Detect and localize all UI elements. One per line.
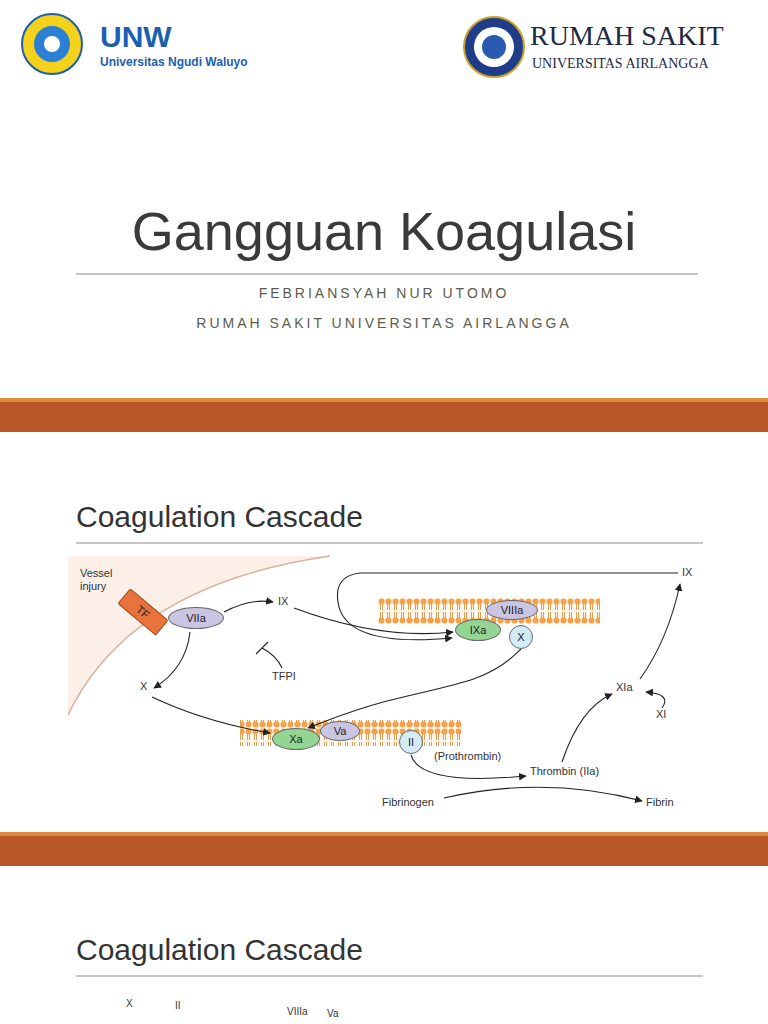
factor-name: II [408, 736, 414, 748]
factor-ellipse: Va [320, 721, 360, 741]
slide-heading: Coagulation Cascade [76, 933, 363, 968]
vessel-wall-edge [68, 556, 330, 715]
factor-ellipse: VIIa [168, 607, 224, 629]
slide-divider [0, 832, 768, 866]
slide-divider [0, 398, 768, 432]
logo-subtext: UNIVERSITAS AIRLANGGA [532, 56, 709, 72]
factor-label: Va [327, 1008, 339, 1020]
slide-title: Gangguan Koagulasi [0, 200, 768, 262]
factor-label: XI [656, 708, 666, 721]
unw-logo [22, 14, 82, 74]
factor-name: VIIa [186, 612, 206, 624]
factor-label: X [126, 998, 133, 1010]
factor-label: VIIIa [287, 1006, 308, 1018]
factor-label: X [140, 680, 147, 693]
factor-ellipse: II [399, 730, 423, 754]
factor-label: IX [278, 595, 288, 608]
inhibitor-label: TFPI [272, 670, 296, 683]
logo-text: UNW [100, 20, 172, 55]
factor-label: Fibrin [646, 796, 674, 809]
factor-name: VIIIa [501, 604, 524, 616]
factor-label: Thrombin (IIa) [530, 765, 599, 778]
diagram-label: Vessel injury [80, 567, 126, 592]
slide-divider-edge [0, 398, 768, 402]
title-rule [76, 274, 698, 275]
factor-name: X [517, 631, 524, 643]
logo-subtext: Universitas Ngudi Waluyo [100, 56, 248, 70]
factor-ellipse: IXa [455, 619, 501, 641]
heading-rule [76, 976, 703, 977]
factor-label: Fibrinogen [382, 796, 434, 809]
logo-text: RUMAH SAKIT [530, 20, 724, 52]
factor-ellipse: X [509, 625, 533, 649]
reaction-arrows [152, 573, 680, 801]
activation-arrow [308, 649, 521, 728]
factor-name: Va [334, 725, 347, 737]
slide-divider-edge [0, 832, 768, 836]
author-affiliation: RUMAH SAKIT UNIVERSITAS AIRLANGGA [0, 315, 768, 331]
factor-label: IX [682, 566, 692, 579]
vessel-wall [68, 556, 330, 715]
heading-rule [76, 543, 703, 544]
slide-heading: Coagulation Cascade [76, 500, 363, 535]
factor-ellipse: Xa [272, 728, 320, 750]
factor-name: IXa [470, 624, 487, 636]
author-name: FEBRIANSYAH NUR UTOMO [0, 285, 768, 301]
factor-label: XIa [616, 681, 633, 694]
airlangga-logo [464, 17, 524, 77]
factor-label: (Prothrombin) [434, 750, 501, 763]
tissue-factor-box: TF [117, 588, 168, 635]
factor-ellipse: VIIIa [486, 600, 538, 620]
factor-label: II [175, 1000, 181, 1012]
factor-name: TF [134, 603, 152, 621]
factor-name: Xa [289, 733, 302, 745]
